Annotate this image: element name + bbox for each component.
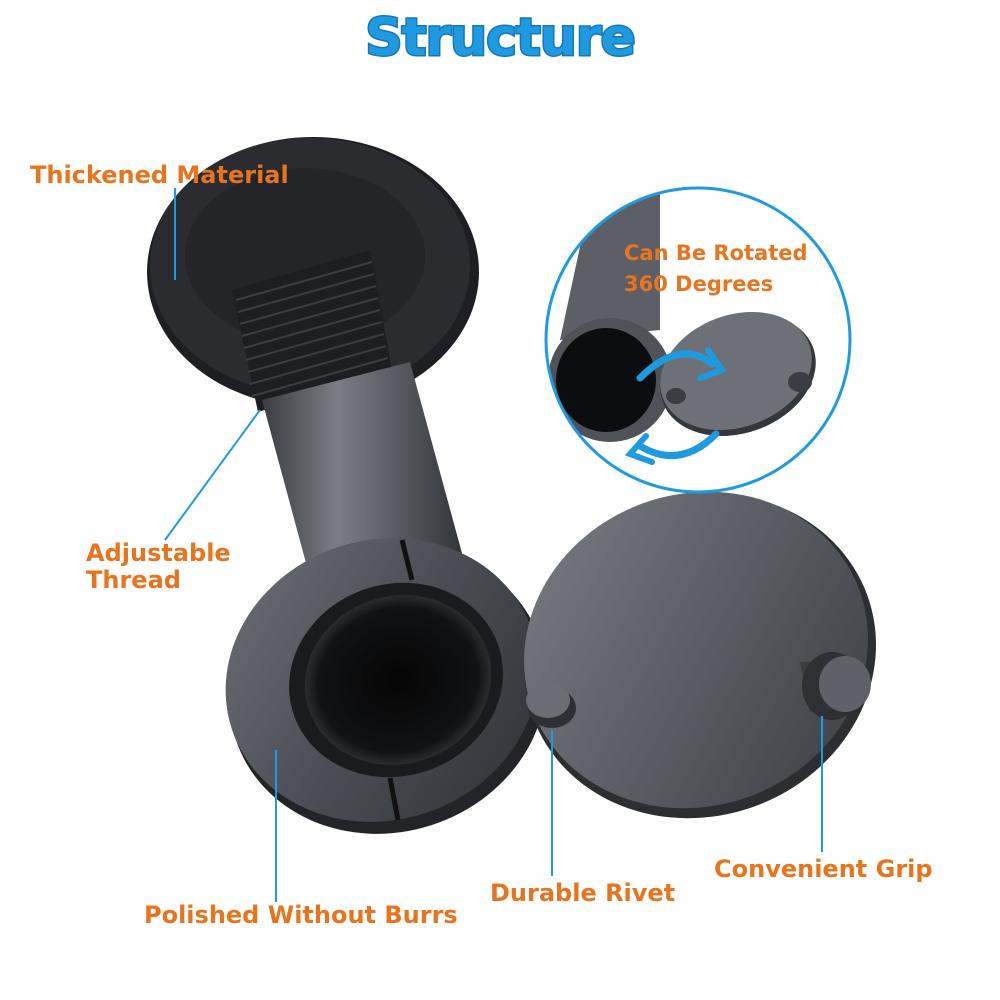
leader-lines: [164, 188, 823, 902]
label-rotated-line-1: Can Be Rotated: [624, 241, 808, 265]
rotation-inset: [544, 186, 852, 494]
cover-cap: [524, 491, 876, 819]
threaded-barrel: [232, 250, 392, 412]
label-polished-without-burrs: Polished Without Burrs: [144, 901, 458, 929]
convenient-grip: [800, 652, 871, 720]
label-thickened-material: Thickened Material: [30, 161, 289, 189]
label-convenient-grip: Convenient Grip: [714, 855, 933, 883]
label-rotated-line-2: 360 Degrees: [624, 272, 774, 296]
leader-adjustable-thread: [164, 409, 261, 541]
label-adjustable-thread-line-2: Thread: [86, 566, 181, 594]
rotation-arrow-icon: [624, 347, 727, 465]
durable-rivet: [526, 682, 576, 728]
bottom-flange: [225, 538, 547, 834]
label-adjustable-thread-line-1: Adjustable: [86, 539, 231, 567]
page-title: Structure: [364, 7, 638, 70]
label-durable-rivet: Durable Rivet: [490, 879, 676, 907]
